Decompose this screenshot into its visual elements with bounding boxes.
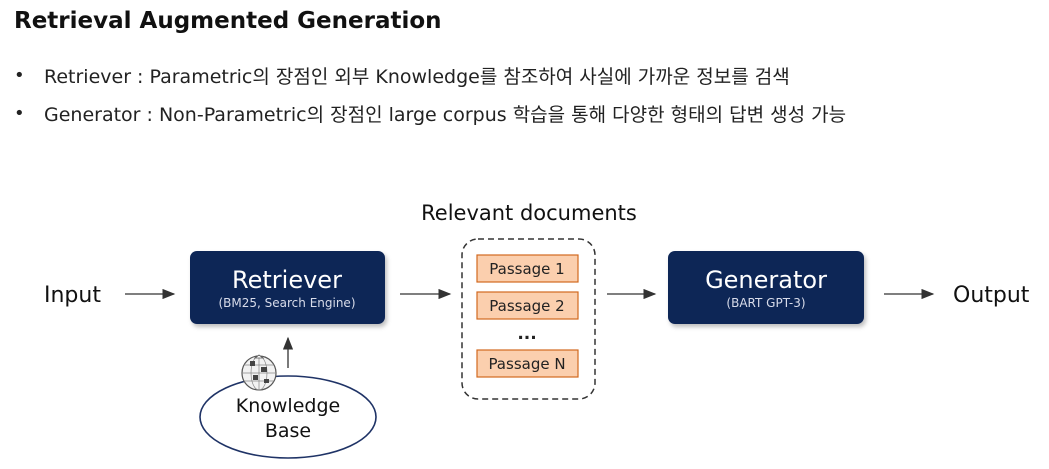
knowledge-base-node: Knowledge Base	[199, 375, 377, 459]
output-label: Output	[953, 283, 1030, 308]
knowledge-base-line2: Base	[265, 420, 311, 442]
passage-ellipsis: ...	[517, 324, 536, 344]
passage-1: Passage 1	[476, 254, 579, 283]
bullet-generator: • Generator : Non-Parametric의 장점인 large …	[14, 94, 846, 132]
passage-n: Passage N	[476, 349, 579, 378]
passage-label: Passage 2	[489, 297, 564, 315]
bullet-list: • Retriever : Parametric의 장점인 외부 Knowled…	[14, 56, 846, 132]
passage-label: Passage 1	[489, 260, 564, 278]
passage-box	[476, 291, 579, 320]
bullet-dot: •	[14, 102, 25, 124]
passage-box	[476, 254, 579, 283]
knowledge-base-ellipse	[199, 375, 377, 459]
retriever-title: Retriever	[232, 266, 342, 294]
retriever-node: Retriever (BM25, Search Engine)	[190, 251, 385, 324]
retriever-subtitle: (BM25, Search Engine)	[218, 296, 355, 310]
bullet-dot: •	[14, 64, 25, 86]
documents-container	[461, 238, 596, 400]
wikipedia-globe-icon	[241, 354, 277, 391]
generator-node: Generator (BART GPT-3)	[668, 251, 864, 324]
generator-subtitle: (BART GPT-3)	[726, 296, 805, 310]
passage-2: Passage 2	[476, 291, 579, 320]
generator-box	[668, 251, 864, 324]
bullet-retriever: • Retriever : Parametric의 장점인 외부 Knowled…	[14, 56, 846, 94]
passage-label: Passage N	[488, 355, 565, 373]
page-title: Retrieval Augmented Generation	[14, 8, 442, 34]
bullet-text: Generator : Non-Parametric의 장점인 large co…	[44, 103, 847, 126]
input-label: Input	[44, 283, 101, 308]
passage-box	[476, 349, 579, 378]
retriever-box	[190, 251, 385, 324]
documents-label: Relevant documents	[421, 201, 637, 225]
knowledge-base-line1: Knowledge	[236, 395, 340, 417]
bullet-text: Retriever : Parametric의 장점인 외부 Knowledge…	[44, 65, 790, 88]
generator-title: Generator	[705, 266, 827, 294]
